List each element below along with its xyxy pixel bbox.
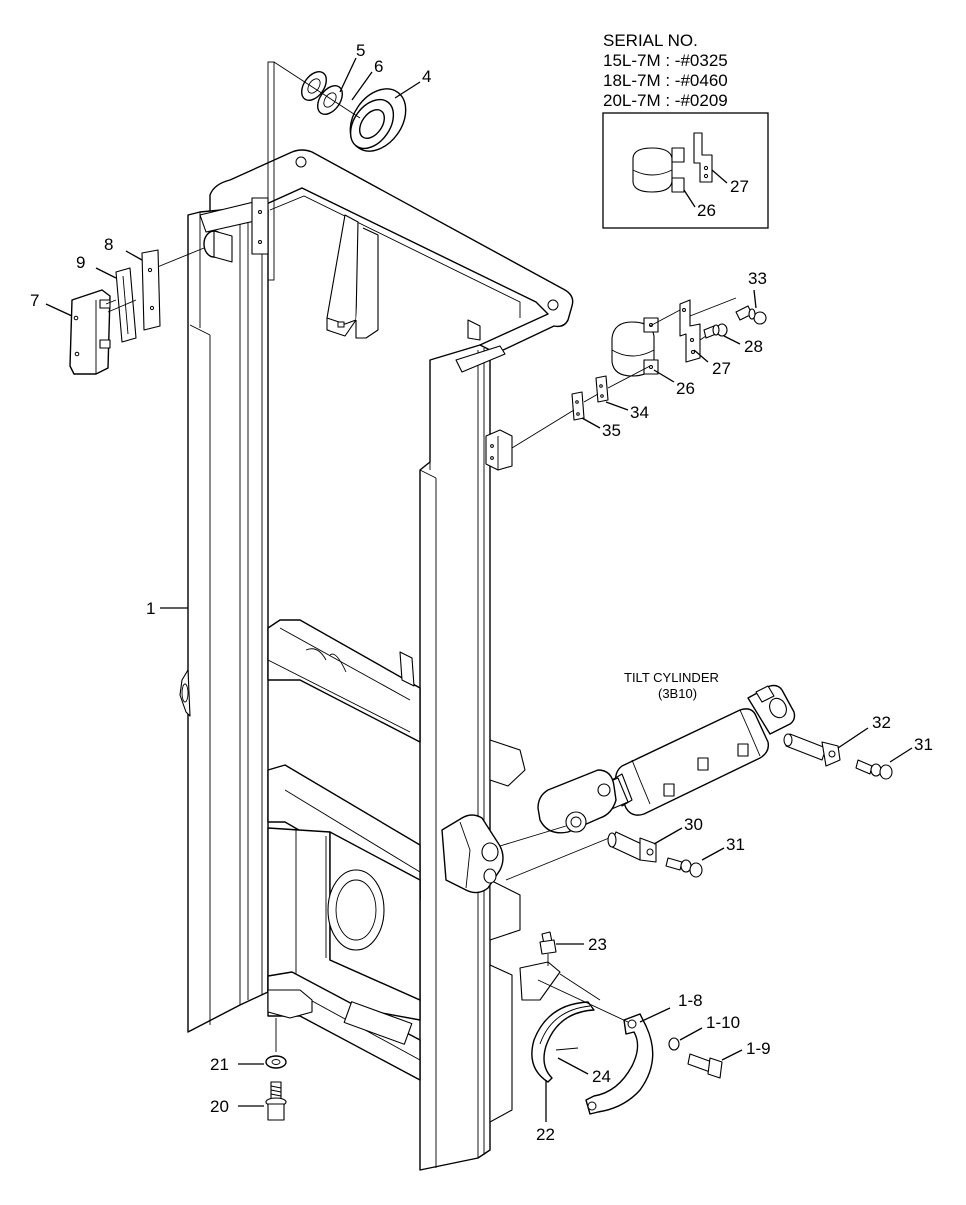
callout-23: 23	[588, 935, 607, 954]
anchor-shaft	[203, 230, 233, 263]
callout-24: 24	[592, 1067, 611, 1086]
serial-line-18l: 18L-7M : -#0460	[603, 71, 728, 90]
callout-28: 28	[744, 337, 763, 356]
pivot-hole	[327, 869, 385, 951]
callout-27: 27	[712, 359, 731, 378]
cap-1-8	[585, 1013, 654, 1115]
callout-32: 32	[872, 713, 891, 732]
hanger-left	[326, 214, 359, 331]
bearing-4	[349, 88, 407, 152]
washer-21	[265, 1055, 287, 1069]
callout-1-10: 1-10	[706, 1013, 740, 1032]
plate-34	[595, 375, 609, 403]
callout-31-upper: 31	[914, 735, 933, 754]
callout-1: 1	[146, 599, 155, 618]
serial-line-15l: 15L-7M : -#0325	[603, 51, 728, 70]
callout-26-inset: 26	[697, 201, 716, 220]
cylinder-bracket	[441, 814, 504, 894]
serial-line-20l: 20L-7M : -#0209	[603, 91, 728, 110]
top-crossmember	[209, 149, 574, 361]
hose-clamp-26	[611, 317, 659, 377]
right-rail	[419, 344, 491, 1171]
callout-26: 26	[676, 379, 695, 398]
callout-1-8: 1-8	[678, 991, 703, 1010]
tilt-cylinder	[537, 684, 796, 834]
washer-1-10	[668, 1037, 680, 1051]
pin-30	[607, 831, 657, 863]
tilt-cylinder-title: TILT CYLINDER	[624, 670, 719, 685]
callout-1-9: 1-9	[746, 1039, 771, 1058]
callout-20: 20	[210, 1097, 229, 1116]
bolt-31-lower	[665, 857, 703, 878]
callout-9: 9	[76, 253, 85, 272]
bushing-22	[531, 1001, 595, 1083]
bolt-28	[703, 323, 728, 339]
callout-8: 8	[104, 235, 113, 254]
callout-4: 4	[422, 67, 431, 86]
callout-22: 22	[536, 1125, 555, 1144]
callout-5: 5	[356, 41, 365, 60]
spring-pin-9	[115, 267, 137, 343]
bolt-1-9	[687, 1053, 723, 1079]
inset-clamp-26	[632, 147, 685, 193]
callout-33: 33	[748, 269, 767, 288]
callout-35: 35	[602, 421, 621, 440]
plate-35	[571, 391, 585, 421]
callout-6: 6	[374, 57, 383, 76]
bolt-31-upper	[855, 759, 893, 780]
serial-number-block: SERIAL NO. 15L-7M : -#0325 18L-7M : -#04…	[603, 31, 728, 110]
plate-8	[141, 249, 161, 331]
inset-bracket-27	[693, 132, 713, 183]
washer-6	[316, 84, 344, 116]
callout-27-inset: 27	[730, 177, 749, 196]
callout-21: 21	[210, 1055, 229, 1074]
callout-7: 7	[30, 291, 39, 310]
mid-crossmember	[267, 619, 421, 743]
pin-32	[783, 733, 841, 767]
tilt-cylinder-code: (3B10)	[658, 686, 697, 701]
serial-heading: SERIAL NO.	[603, 31, 698, 50]
hanger-right	[355, 227, 379, 339]
callout-30: 30	[684, 815, 703, 834]
callout-34: 34	[630, 403, 649, 422]
callout-31-lower: 31	[726, 835, 745, 854]
bolt-33	[735, 305, 767, 325]
washer-5	[300, 70, 328, 102]
grease-nipple-23	[539, 931, 557, 966]
bracket-27	[679, 299, 701, 363]
guard-7	[69, 289, 111, 375]
serial-inset-frame	[602, 112, 769, 229]
outer-mast-frame	[179, 61, 574, 1171]
bolt-20	[265, 1081, 287, 1121]
